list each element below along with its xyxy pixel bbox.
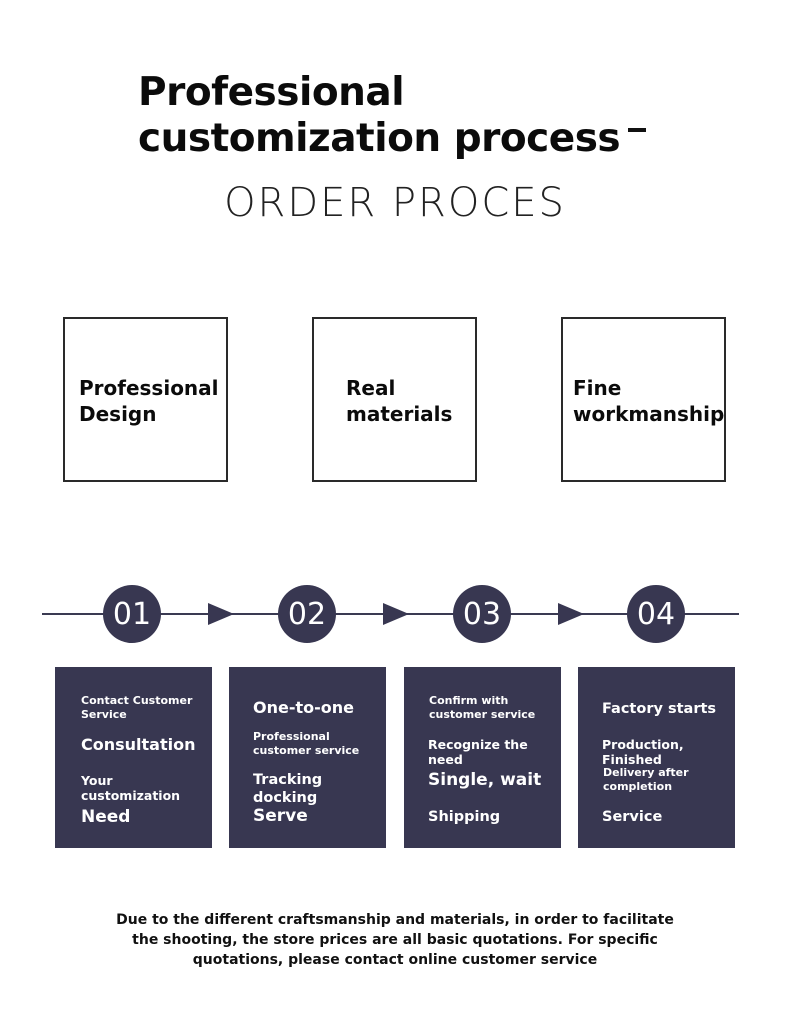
feature-label: Fine workmanship [573, 376, 725, 426]
step-text: Serve [253, 806, 308, 826]
arrow-right-icon [558, 603, 584, 625]
step-number-badge: 04 [627, 585, 685, 643]
step-text: Shipping [428, 809, 501, 825]
step-text: Delivery after completion [603, 766, 689, 793]
footer-note: Due to the different craftsmanship and m… [116, 912, 674, 968]
step-text: One-to-one [253, 698, 354, 717]
step-number-badge: 02 [278, 585, 336, 643]
step-text: Recognize the need [428, 737, 528, 767]
feature-box-materials: Real materials [312, 317, 477, 482]
step-text: Consultation [81, 735, 196, 754]
step-card-01: Contact Customer Service Consultation Yo… [55, 667, 212, 848]
feature-box-workmanship: Fine workmanship [561, 317, 726, 482]
title-dash [628, 128, 646, 132]
step-text: Confirm with customer service [429, 694, 536, 721]
feature-label: Professional Design [79, 376, 219, 426]
step-text: Need [81, 807, 131, 827]
step-text: Contact Customer Service [81, 694, 193, 721]
step-text: Your customization [81, 773, 181, 803]
feature-label: Real materials [346, 376, 453, 426]
title-line-1: Professional [138, 70, 405, 115]
step-text: Professional customer service [253, 730, 360, 757]
step-text: Factory starts [602, 701, 717, 717]
arrow-right-icon [208, 603, 234, 625]
step-card-03: Confirm with customer service Recognize … [404, 667, 561, 848]
step-number-badge: 03 [453, 585, 511, 643]
step-text: Single, wait [428, 770, 542, 790]
step-text: Service [602, 809, 663, 825]
step-text: Tracking docking [253, 772, 323, 806]
page-subtitle: ORDER PROCES [224, 180, 566, 226]
feature-box-design: Professional Design [63, 317, 228, 482]
title-line-2: customization process [138, 116, 621, 161]
step-number-badge: 01 [103, 585, 161, 643]
step-text: Production, Finished [602, 737, 684, 767]
step-card-04: Factory starts Production, Finished Deli… [578, 667, 735, 848]
step-card-02: One-to-one Professional customer service… [229, 667, 386, 848]
arrow-right-icon [383, 603, 409, 625]
page-title: Professional customization process [138, 70, 621, 162]
